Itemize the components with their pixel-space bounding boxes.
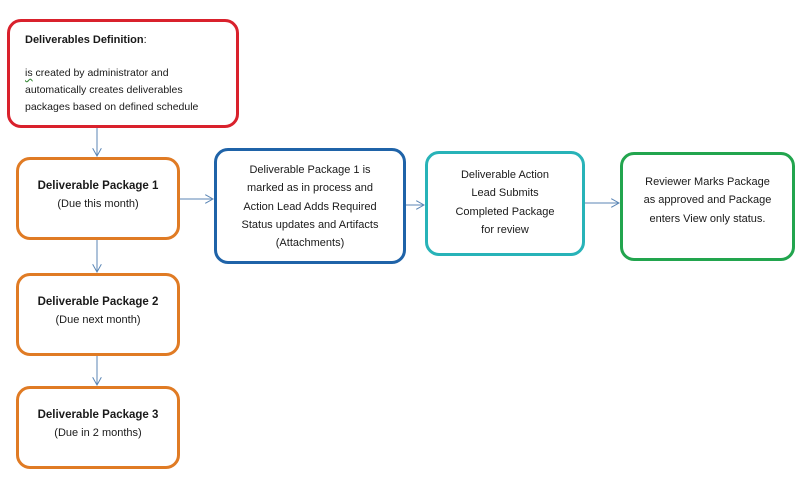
step-in-process-line: Deliverable Package 1 is: [249, 164, 371, 176]
package-2-title: Deliverable Package 2: [37, 296, 159, 308]
step-review-box: Reviewer Marks Package as approved and P…: [620, 152, 795, 261]
package-2-due: (Due next month): [55, 314, 141, 326]
package-3-title: Deliverable Package 3: [37, 409, 159, 421]
step-submit-line: for review: [481, 223, 529, 236]
deliverables-definition-box: Deliverables Definition: is created by a…: [7, 19, 239, 128]
step-in-process-box: Deliverable Package 1 is marked as in pr…: [214, 148, 406, 264]
package-1-title: Deliverable Package 1: [37, 180, 159, 192]
step-in-process-line: Status updates and Artifacts: [241, 218, 379, 231]
package-1-due: (Due this month): [57, 198, 139, 210]
step-review-line: enters View only status.: [649, 212, 766, 225]
definition-description-rest: created by administrator and automatical…: [25, 67, 199, 113]
step-submit-line: Lead Submits: [471, 187, 539, 200]
step-in-process-line: marked as in process and: [247, 182, 373, 195]
step-review-text: Reviewer Marks Package as approved and P…: [623, 173, 792, 228]
definition-title: Deliverables Definition:: [25, 34, 147, 46]
step-submit-text: Deliverable Action Lead Submits Complete…: [428, 166, 582, 239]
step-in-process-line: Action Lead Adds Required: [243, 200, 377, 213]
definition-description-prefix: is: [25, 67, 33, 79]
step-in-process-text: Deliverable Package 1 is marked as in pr…: [217, 161, 403, 252]
step-review-line: as approved and Package: [643, 194, 772, 207]
step-in-process-line: (Attachments): [275, 237, 345, 250]
step-submit-line: Completed Package: [455, 205, 555, 218]
package-3-box: Deliverable Package 3 (Due in 2 months): [16, 386, 180, 469]
package-1-box: Deliverable Package 1 (Due this month): [16, 157, 180, 240]
definition-title-colon: :: [143, 34, 147, 46]
package-2-box: Deliverable Package 2 (Due next month): [16, 273, 180, 356]
step-submit-line: Deliverable Action: [460, 169, 550, 181]
step-submit-box: Deliverable Action Lead Submits Complete…: [425, 151, 585, 256]
package-3-due: (Due in 2 months): [54, 427, 142, 439]
definition-title-text: Deliverables Definition: [25, 34, 144, 46]
definition-description: is created by administrator and automati…: [25, 65, 225, 116]
step-review-line: Reviewer Marks Package: [645, 176, 770, 188]
